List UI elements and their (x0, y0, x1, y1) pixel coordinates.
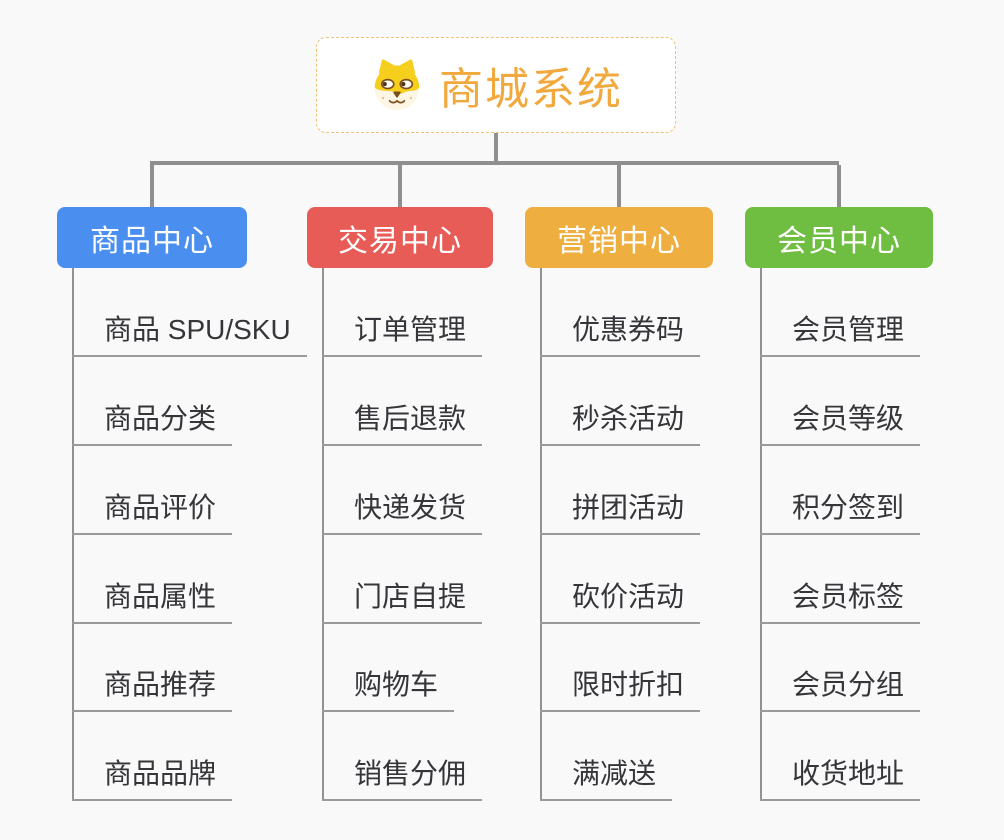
leaf-node[interactable]: 商品推荐 (72, 663, 233, 712)
doge-icon (369, 59, 425, 111)
leaf-node[interactable]: 订单管理 (322, 308, 483, 357)
leaf-node[interactable]: 秒杀活动 (540, 397, 701, 446)
leaf-node[interactable]: 优惠券码 (540, 308, 701, 357)
leaf-node[interactable]: 积分签到 (760, 486, 921, 535)
leaf-node[interactable]: 满减送 (540, 752, 673, 801)
branch-header-product[interactable]: 商品中心 (57, 207, 247, 268)
leaf-node[interactable]: 商品分类 (72, 397, 233, 446)
branch-header-trade[interactable]: 交易中心 (307, 207, 493, 268)
branch-header-member[interactable]: 会员中心 (745, 207, 933, 268)
leaf-node[interactable]: 商品评价 (72, 486, 233, 535)
leaf-node[interactable]: 拼团活动 (540, 486, 701, 535)
connector-rail (150, 161, 839, 165)
root-node[interactable]: 商城系统 (316, 37, 676, 133)
leaf-node[interactable]: 收货地址 (760, 752, 921, 801)
leaf-node[interactable]: 销售分佣 (322, 752, 483, 801)
leaf-node[interactable]: 限时折扣 (540, 663, 701, 712)
leaf-node[interactable]: 会员分组 (760, 663, 921, 712)
leaf-node[interactable]: 购物车 (322, 663, 455, 712)
connector-drop-trade (398, 165, 402, 207)
connector-drop-marketing (617, 165, 621, 207)
leaf-node[interactable]: 门店自提 (322, 575, 483, 624)
leaf-node[interactable]: 会员标签 (760, 575, 921, 624)
leaf-node[interactable]: 商品品牌 (72, 752, 233, 801)
leaf-node[interactable]: 商品属性 (72, 575, 233, 624)
leaf-node[interactable]: 售后退款 (322, 397, 483, 446)
branch-header-marketing[interactable]: 营销中心 (525, 207, 713, 268)
root-title: 商城系统 (439, 65, 623, 114)
leaf-node[interactable]: 会员等级 (760, 397, 921, 446)
leaf-node[interactable]: 会员管理 (760, 308, 921, 357)
connector-root-stub (494, 133, 498, 161)
connector-drop-member (837, 165, 841, 207)
leaf-node[interactable]: 商品 SPU/SKU (72, 308, 307, 357)
leaf-node[interactable]: 砍价活动 (540, 575, 701, 624)
leaf-node[interactable]: 快递发货 (322, 486, 483, 535)
connector-drop-product (150, 165, 154, 207)
